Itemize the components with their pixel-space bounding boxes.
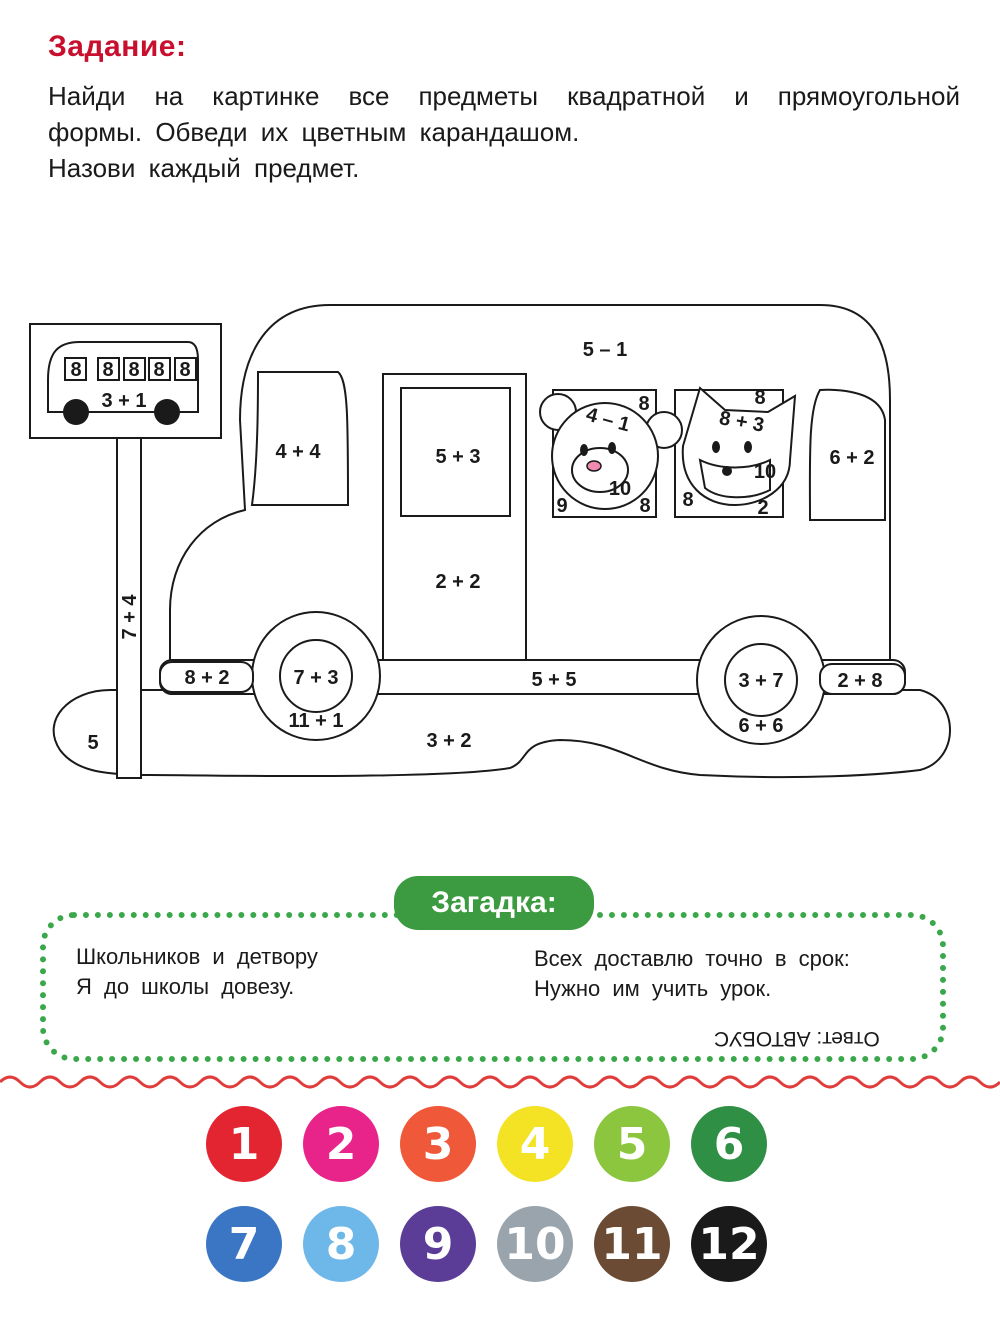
sign-bus-label: 3 + 1 — [101, 390, 146, 412]
fox-corner-br-label: 2 — [757, 497, 768, 519]
door-label: 2 + 2 — [435, 571, 480, 593]
bumper-front-label: 2 + 8 — [837, 670, 882, 692]
roof-label: 5 – 1 — [583, 339, 627, 361]
riddle-answer: Ответ: АВТОБУС — [714, 1027, 880, 1050]
wheel-front-hub[interactable] — [724, 643, 798, 717]
ground-label: 3 + 2 — [426, 730, 471, 752]
sign-wheel-rear — [63, 399, 89, 425]
bear-eye-right — [608, 442, 616, 454]
wheel-rear-hub[interactable] — [279, 639, 353, 713]
sign-window-5[interactable] — [174, 357, 197, 381]
pole-label: 7 + 4 — [119, 594, 141, 640]
task-instructions: Найди на картинке все предметы квадратно… — [48, 78, 960, 186]
riddle-left-line-2: Я до школы довезу. — [76, 974, 295, 999]
task-line-3: Назови каждый предмет. — [48, 153, 360, 183]
bumper-rear-label: 8 + 2 — [184, 667, 229, 689]
wavy-divider — [0, 1075, 1000, 1089]
task-line-2: формы. Обведи их цветным карандашом. — [48, 117, 580, 147]
bear-nose — [586, 460, 602, 472]
sign-wheel-front — [154, 399, 180, 425]
bear-face-label: 10 — [609, 478, 631, 500]
sign-window-label-3: 8 — [128, 359, 139, 381]
sign-window-label-2: 8 — [102, 359, 113, 381]
riddle-right-line-1: Всех доставлю точно в срок: — [534, 946, 850, 971]
riddle-right-verse: Всех доставлю точно в срок: Нужно им учи… — [534, 944, 850, 1004]
sign-window-label-1: 8 — [70, 359, 81, 381]
sign-window-4[interactable] — [148, 357, 171, 381]
ground-left-label: 5 — [87, 732, 98, 754]
wheel-front-tire-label: 6 + 6 — [738, 715, 783, 737]
task-title: Задание: — [48, 30, 187, 63]
riddle-badge: Загадка: — [394, 876, 594, 930]
door-window-label: 5 + 3 — [435, 446, 480, 468]
bear-corner-br-label: 8 — [639, 495, 650, 517]
fox-ear-label: 8 — [754, 387, 765, 409]
bus-stop-pole[interactable] — [116, 437, 142, 779]
sign-window-2[interactable] — [97, 357, 120, 381]
fox-eye-right — [744, 441, 752, 453]
color-swatch[interactable]: 12 — [691, 1206, 767, 1282]
bear-corner-bl-label: 9 — [556, 495, 567, 517]
wheel-rear-tire-label: 11 + 1 — [288, 710, 343, 732]
color-swatch[interactable]: 6 — [691, 1106, 767, 1182]
wheel-front-hub-label: 3 + 7 — [738, 670, 783, 692]
sign-window-label-5: 8 — [179, 359, 190, 381]
window-front-label: 6 + 2 — [829, 447, 874, 469]
color-swatch[interactable]: 7 — [206, 1206, 282, 1282]
color-swatch[interactable]: 9 — [400, 1206, 476, 1282]
task-line-1: Найди на картинке все предметы квадратно… — [48, 81, 960, 111]
fox-eye-left — [712, 441, 720, 453]
bear-muzzle[interactable] — [571, 447, 629, 493]
fox-cheek[interactable] — [698, 458, 771, 499]
riddle-left-verse: Школьников и детвору Я до школы довезу. — [76, 942, 318, 1002]
color-swatch[interactable]: 10 — [497, 1206, 573, 1282]
window-front[interactable] — [808, 388, 886, 521]
riddle-right-line-2: Нужно им учить урок. — [534, 976, 772, 1001]
sign-window-1[interactable] — [64, 357, 87, 381]
color-swatch[interactable]: 3 — [400, 1106, 476, 1182]
fox-face-label: 10 — [754, 461, 776, 483]
sign-window-3[interactable] — [123, 357, 146, 381]
riddle-left-line-1: Школьников и детвору — [76, 944, 318, 969]
sign-window-label-4: 8 — [153, 359, 164, 381]
skirt-label: 5 + 5 — [531, 669, 576, 691]
window-back-label: 4 + 4 — [275, 441, 321, 463]
color-swatch[interactable]: 8 — [303, 1206, 379, 1282]
bear-ear-label: 8 — [638, 393, 649, 415]
bumper-front[interactable] — [819, 663, 906, 695]
color-swatch[interactable]: 2 — [303, 1106, 379, 1182]
color-swatch[interactable]: 11 — [594, 1206, 670, 1282]
bear-eye-left — [580, 444, 588, 456]
fox-nose — [722, 466, 732, 476]
color-swatch[interactable]: 1 — [206, 1106, 282, 1182]
wheel-rear-hub-label: 7 + 3 — [293, 667, 338, 689]
bumper-rear[interactable] — [159, 661, 254, 693]
color-swatch[interactable]: 5 — [594, 1106, 670, 1182]
color-swatch[interactable]: 4 — [497, 1106, 573, 1182]
window-back[interactable] — [250, 371, 350, 506]
door-window[interactable] — [400, 387, 511, 517]
bus-coloring-picture: 8 8 8 8 8 3 + 1 7 + 4 5 – 1 4 + 4 5 + 3 … — [29, 304, 951, 779]
fox-corner-bl-label: 8 — [682, 489, 693, 511]
